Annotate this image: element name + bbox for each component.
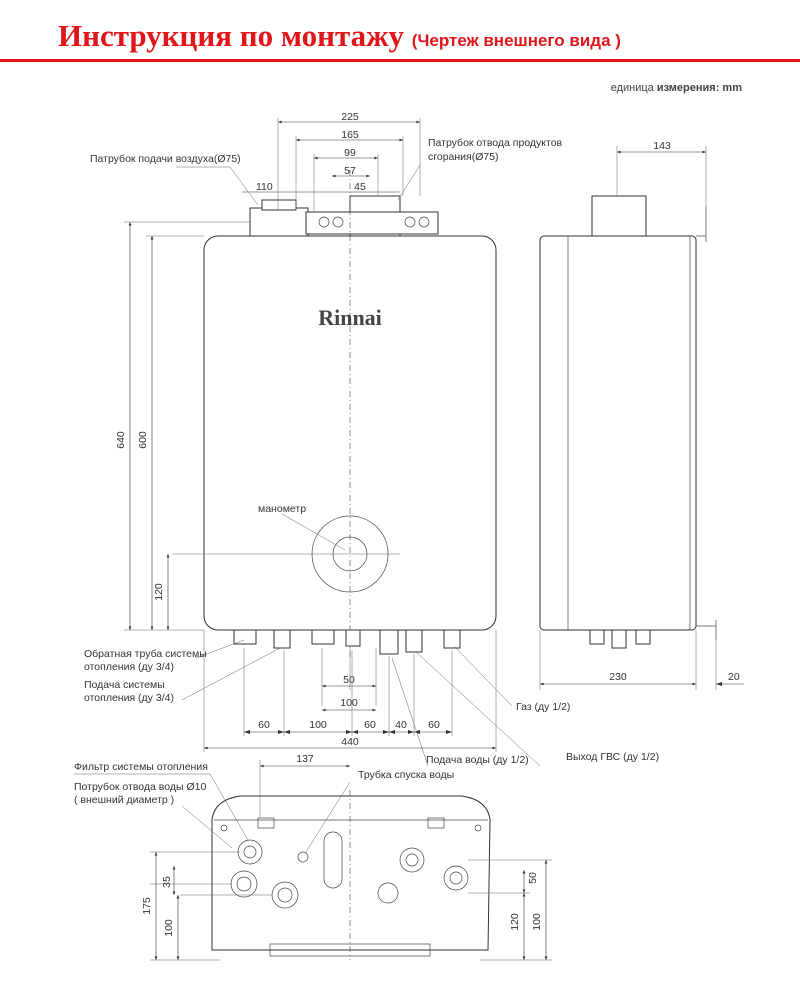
drain-tube (297, 851, 309, 863)
drain-label-1: Потрубок отвода воды Ø10 (74, 781, 206, 793)
dim-640: 640 (115, 431, 127, 449)
dim-35: 35 (161, 876, 173, 888)
return-label-2: отопления (ду 3/4) (84, 661, 174, 673)
flue-outlet-label-2: сгорания(Ø75) (428, 151, 499, 163)
dim-175: 175 (141, 897, 153, 915)
top-mount-bracket (305, 211, 439, 235)
dim-440: 440 (341, 736, 359, 748)
brand-logo: Rinnai (318, 305, 382, 330)
page-title: Инструкция по монтажу (Чертеж внешнего в… (58, 18, 621, 54)
dim-45: 45 (354, 181, 366, 193)
supply-label-1: Подача системы (84, 679, 165, 691)
dim-120-right: 120 (509, 913, 521, 931)
flue-outlet-label-1: Патрубок отвода продуктов (428, 137, 563, 149)
dim-50-right: 50 (527, 872, 539, 884)
dim-110: 110 (256, 181, 273, 193)
dim-230: 230 (609, 671, 627, 683)
dim-60-a: 60 (258, 719, 270, 731)
dim-40: 40 (395, 719, 407, 731)
dim-165: 165 (341, 129, 359, 141)
water-in-label: Подача воды (ду 1/2) (426, 754, 529, 766)
dim-600: 600 (137, 431, 149, 449)
dhw-out-label: Выход ГВС (ду 1/2) (566, 751, 659, 763)
dim-100-left: 100 (163, 919, 175, 937)
dim-57: 57 (344, 165, 356, 177)
dim-100-top: 100 (340, 697, 358, 709)
side-view: 143 230 20 (539, 140, 744, 690)
dim-60-b: 60 (364, 719, 376, 731)
dim-143: 143 (653, 140, 671, 152)
drain-label-2: ( внешний диаметр ) (74, 794, 174, 806)
unit-note: единица измерения: mm (610, 82, 742, 94)
supply-label-2: отопления (ду 3/4) (84, 692, 174, 704)
return-label-1: Обратная труба системы (84, 648, 207, 660)
dim-100-b: 100 (309, 719, 327, 731)
water-in-fitting (399, 847, 425, 873)
dim-60-c: 60 (428, 719, 440, 731)
front-view: Rinnai манометр 225 165 99 57 (84, 111, 659, 767)
bottom-view: Фильтр системы отопления Потрубок отвода… (74, 753, 552, 961)
air-inlet-label: Патрубок подачи воздуха(Ø75) (90, 153, 241, 165)
air-inlet-cap (261, 199, 297, 211)
dim-99: 99 (344, 147, 356, 159)
dhw-fitting (377, 882, 399, 904)
boiler-body-side (539, 235, 697, 631)
filter-label: Фильтр системы отопления (74, 761, 208, 773)
title-main: Инструкция по монтажу (58, 18, 405, 53)
dim-50: 50 (343, 674, 355, 686)
boiler-body-bottom (211, 795, 491, 951)
title-subtitle: (Чертеж внешнего вида ) (411, 31, 621, 50)
dim-120: 120 (153, 583, 165, 601)
drain-tube-label: Трубка спуска воды (358, 769, 454, 781)
gas-fitting (443, 865, 469, 891)
dim-100-right: 100 (531, 913, 543, 931)
dim-225: 225 (341, 111, 359, 123)
gas-label: Газ (ду 1/2) (516, 701, 570, 713)
dim-137: 137 (296, 753, 314, 765)
dim-20: 20 (728, 671, 740, 683)
side-flue-pipe (591, 195, 647, 237)
manometer-label: манометр (258, 503, 306, 515)
title-underline (0, 59, 800, 62)
bottom-connectors (233, 629, 461, 655)
air-inlet-pipe (249, 207, 309, 237)
